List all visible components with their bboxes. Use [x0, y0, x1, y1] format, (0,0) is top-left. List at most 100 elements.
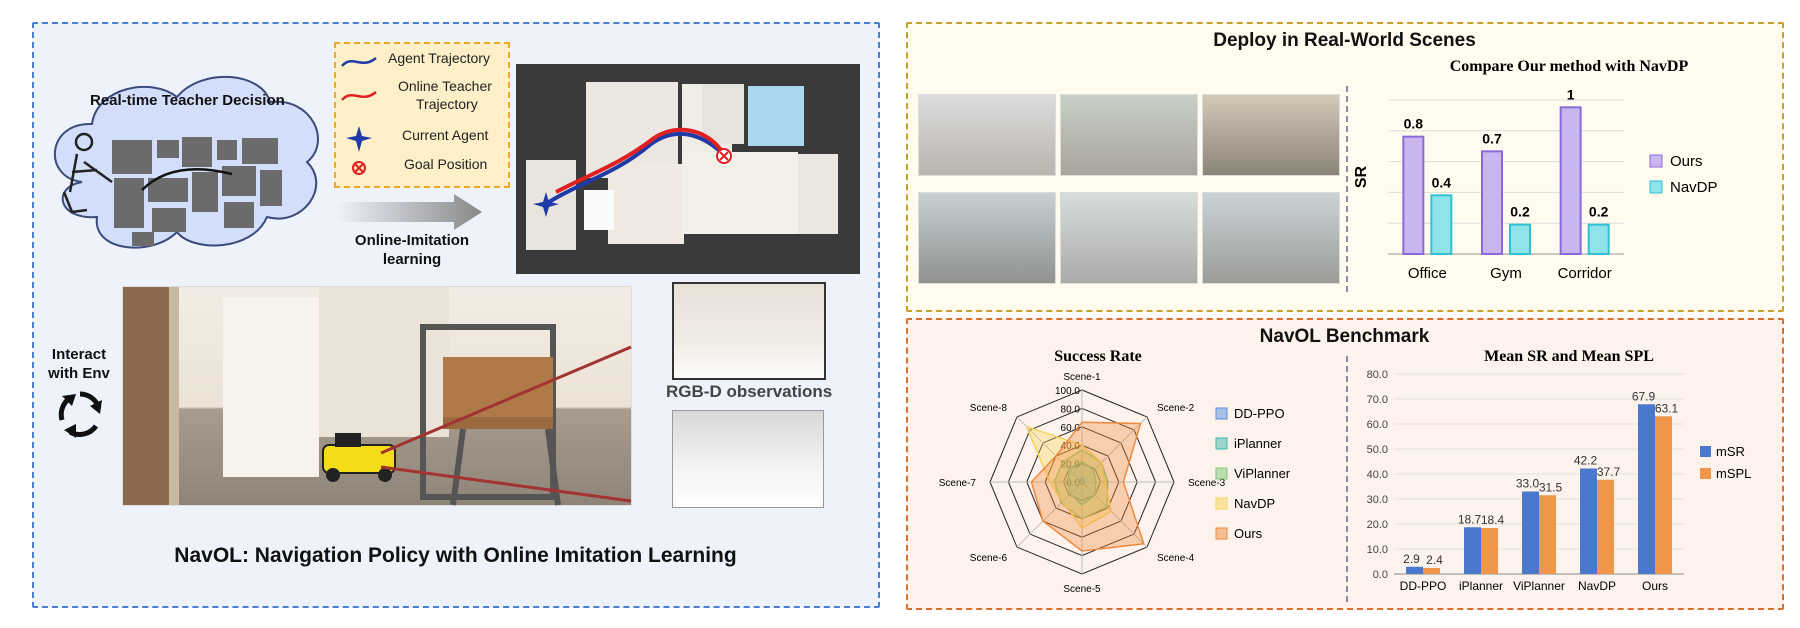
radar-axis-label: Scene-1 — [1063, 372, 1101, 383]
data-label: 0.7 — [1482, 130, 1502, 146]
x-tick-label: Ours — [1642, 579, 1668, 593]
legend-swatch — [1700, 468, 1711, 479]
bar-mspl — [1423, 568, 1440, 574]
teacher-icon — [62, 132, 113, 214]
success-rate-radar: Scene-1Scene-2Scene-3Scene-4Scene-5Scene… — [939, 372, 1291, 595]
legend-label: mSR — [1716, 444, 1745, 459]
legend-current-agent: Current Agent — [402, 127, 489, 143]
bar-navdp — [1430, 194, 1453, 256]
footer-title: NavOL: Navigation Policy with Online Imi… — [174, 544, 737, 567]
radar-title: Success Rate — [1054, 348, 1142, 365]
legend-online-teacher: Online Teacher — [398, 78, 492, 94]
legend-label: Ours — [1670, 153, 1703, 170]
x-tick-label: ViPlanner — [1513, 579, 1565, 593]
data-label: 0.2 — [1589, 204, 1609, 220]
data-label: 0.8 — [1404, 116, 1424, 132]
radar-tick-label: 80.0 — [1061, 404, 1081, 415]
bar-ours — [1481, 150, 1503, 255]
scene-photo — [1202, 192, 1340, 284]
legend-label: NavDP — [1670, 179, 1718, 196]
deploy-panel: Deploy in Real-World Scenes Compare Our … — [906, 22, 1784, 312]
rgb-observation — [672, 282, 826, 380]
legend-label: Ours — [1234, 526, 1263, 541]
navol-overview-panel: Real-time Teacher Decision Agent Traject… — [32, 22, 880, 608]
legend-online-teacher-line2: Trajectory — [416, 96, 478, 112]
y-tick-label: 10.0 — [1367, 544, 1388, 556]
radar-tick-label: 40.0 — [1061, 441, 1081, 452]
x-tick-label: iPlanner — [1459, 579, 1503, 593]
radar-series-ours — [1030, 421, 1145, 552]
bar-msr — [1464, 527, 1481, 574]
data-label: 63.1 — [1655, 401, 1679, 415]
bar-mspl — [1597, 479, 1614, 574]
floorplan-render — [516, 64, 860, 274]
bar-msr — [1638, 404, 1655, 574]
data-label: 18.7 — [1458, 512, 1482, 526]
radar-axis-label: Scene-6 — [970, 553, 1008, 564]
scene-photo — [918, 192, 1056, 284]
data-label: 0.2 — [1510, 204, 1530, 220]
agent-trajectory-icon — [341, 56, 377, 67]
radar-axis-label: Scene-3 — [1188, 478, 1226, 489]
radar-axis-label: Scene-2 — [1157, 403, 1195, 414]
y-axis-label: SR — [1353, 165, 1370, 188]
legend-label: mSPL — [1716, 466, 1751, 481]
y-tick-label: 30.0 — [1367, 494, 1388, 506]
legend-swatch — [1215, 407, 1228, 420]
data-label: 2.9 — [1403, 552, 1420, 566]
teacher-cloud — [54, 76, 319, 249]
radar-tick-label: 100.0 — [1055, 386, 1080, 397]
interact-label-line2: with Env — [48, 365, 110, 382]
data-label: 42.2 — [1574, 454, 1598, 468]
depth-observation — [672, 410, 824, 508]
cycle-icon — [58, 391, 102, 438]
divider — [1346, 356, 1348, 602]
y-tick-label: 60.0 — [1367, 419, 1388, 431]
x-tick-label: Gym — [1490, 265, 1522, 282]
robot-icon — [322, 433, 396, 482]
cloud-title: Real-time Teacher Decision — [90, 92, 285, 109]
scene-photo — [1202, 94, 1340, 176]
radar-spoke — [1081, 416, 1148, 483]
imitation-arrow — [336, 194, 482, 230]
y-tick-label: 80.0 — [1367, 369, 1388, 381]
teacher-trajectory-icon — [341, 90, 377, 101]
radar-series-navdp — [1025, 425, 1113, 529]
floor-map-icon — [112, 137, 282, 246]
legend-swatch — [1215, 437, 1228, 450]
bar-ours — [1559, 106, 1582, 256]
y-tick-label: 50.0 — [1367, 444, 1388, 456]
bar-mspl — [1655, 416, 1672, 574]
arrow-label-line2: learning — [382, 251, 442, 268]
rgbd-label: RGB-D observations — [666, 382, 833, 401]
x-tick-label: Corridor — [1558, 265, 1612, 282]
bar-mspl — [1481, 528, 1498, 574]
legend-agent-trajectory: Agent Trajectory — [388, 50, 490, 66]
legend-label: DD-PPO — [1234, 406, 1285, 421]
x-tick-label: NavDP — [1578, 579, 1616, 593]
legend-swatch — [1700, 446, 1711, 457]
sr-comparison-chart: SR0.80.4Office0.70.2Gym10.2CorridorOursN… — [1353, 86, 1718, 282]
bar-chart-title: Mean SR and Mean SPL — [1484, 348, 1654, 365]
sr-chart-title: Compare Our method with NavDP — [1449, 58, 1689, 75]
data-label: 1 — [1567, 86, 1575, 102]
scene-photo — [1060, 94, 1198, 176]
radar-axis-label: Scene-7 — [939, 478, 977, 489]
bar-ours — [1402, 135, 1425, 256]
goal-position-icon — [352, 161, 366, 175]
legend-label: iPlanner — [1234, 436, 1282, 451]
data-label: 2.4 — [1426, 553, 1443, 567]
radar-axis-label: Scene-5 — [1063, 584, 1101, 595]
x-tick-label: DD-PPO — [1400, 579, 1447, 593]
radar-axis-label: Scene-8 — [970, 403, 1008, 414]
divider — [1346, 86, 1348, 292]
benchmark-title: NavOL Benchmark — [1259, 326, 1430, 347]
y-tick-label: 0.0 — [1373, 569, 1388, 581]
y-tick-label: 70.0 — [1367, 394, 1388, 406]
radar-series-viplanner — [1053, 448, 1109, 520]
room-scene-photo — [122, 286, 632, 506]
x-tick-label: Office — [1408, 265, 1447, 282]
legend-label: ViPlanner — [1234, 466, 1291, 481]
